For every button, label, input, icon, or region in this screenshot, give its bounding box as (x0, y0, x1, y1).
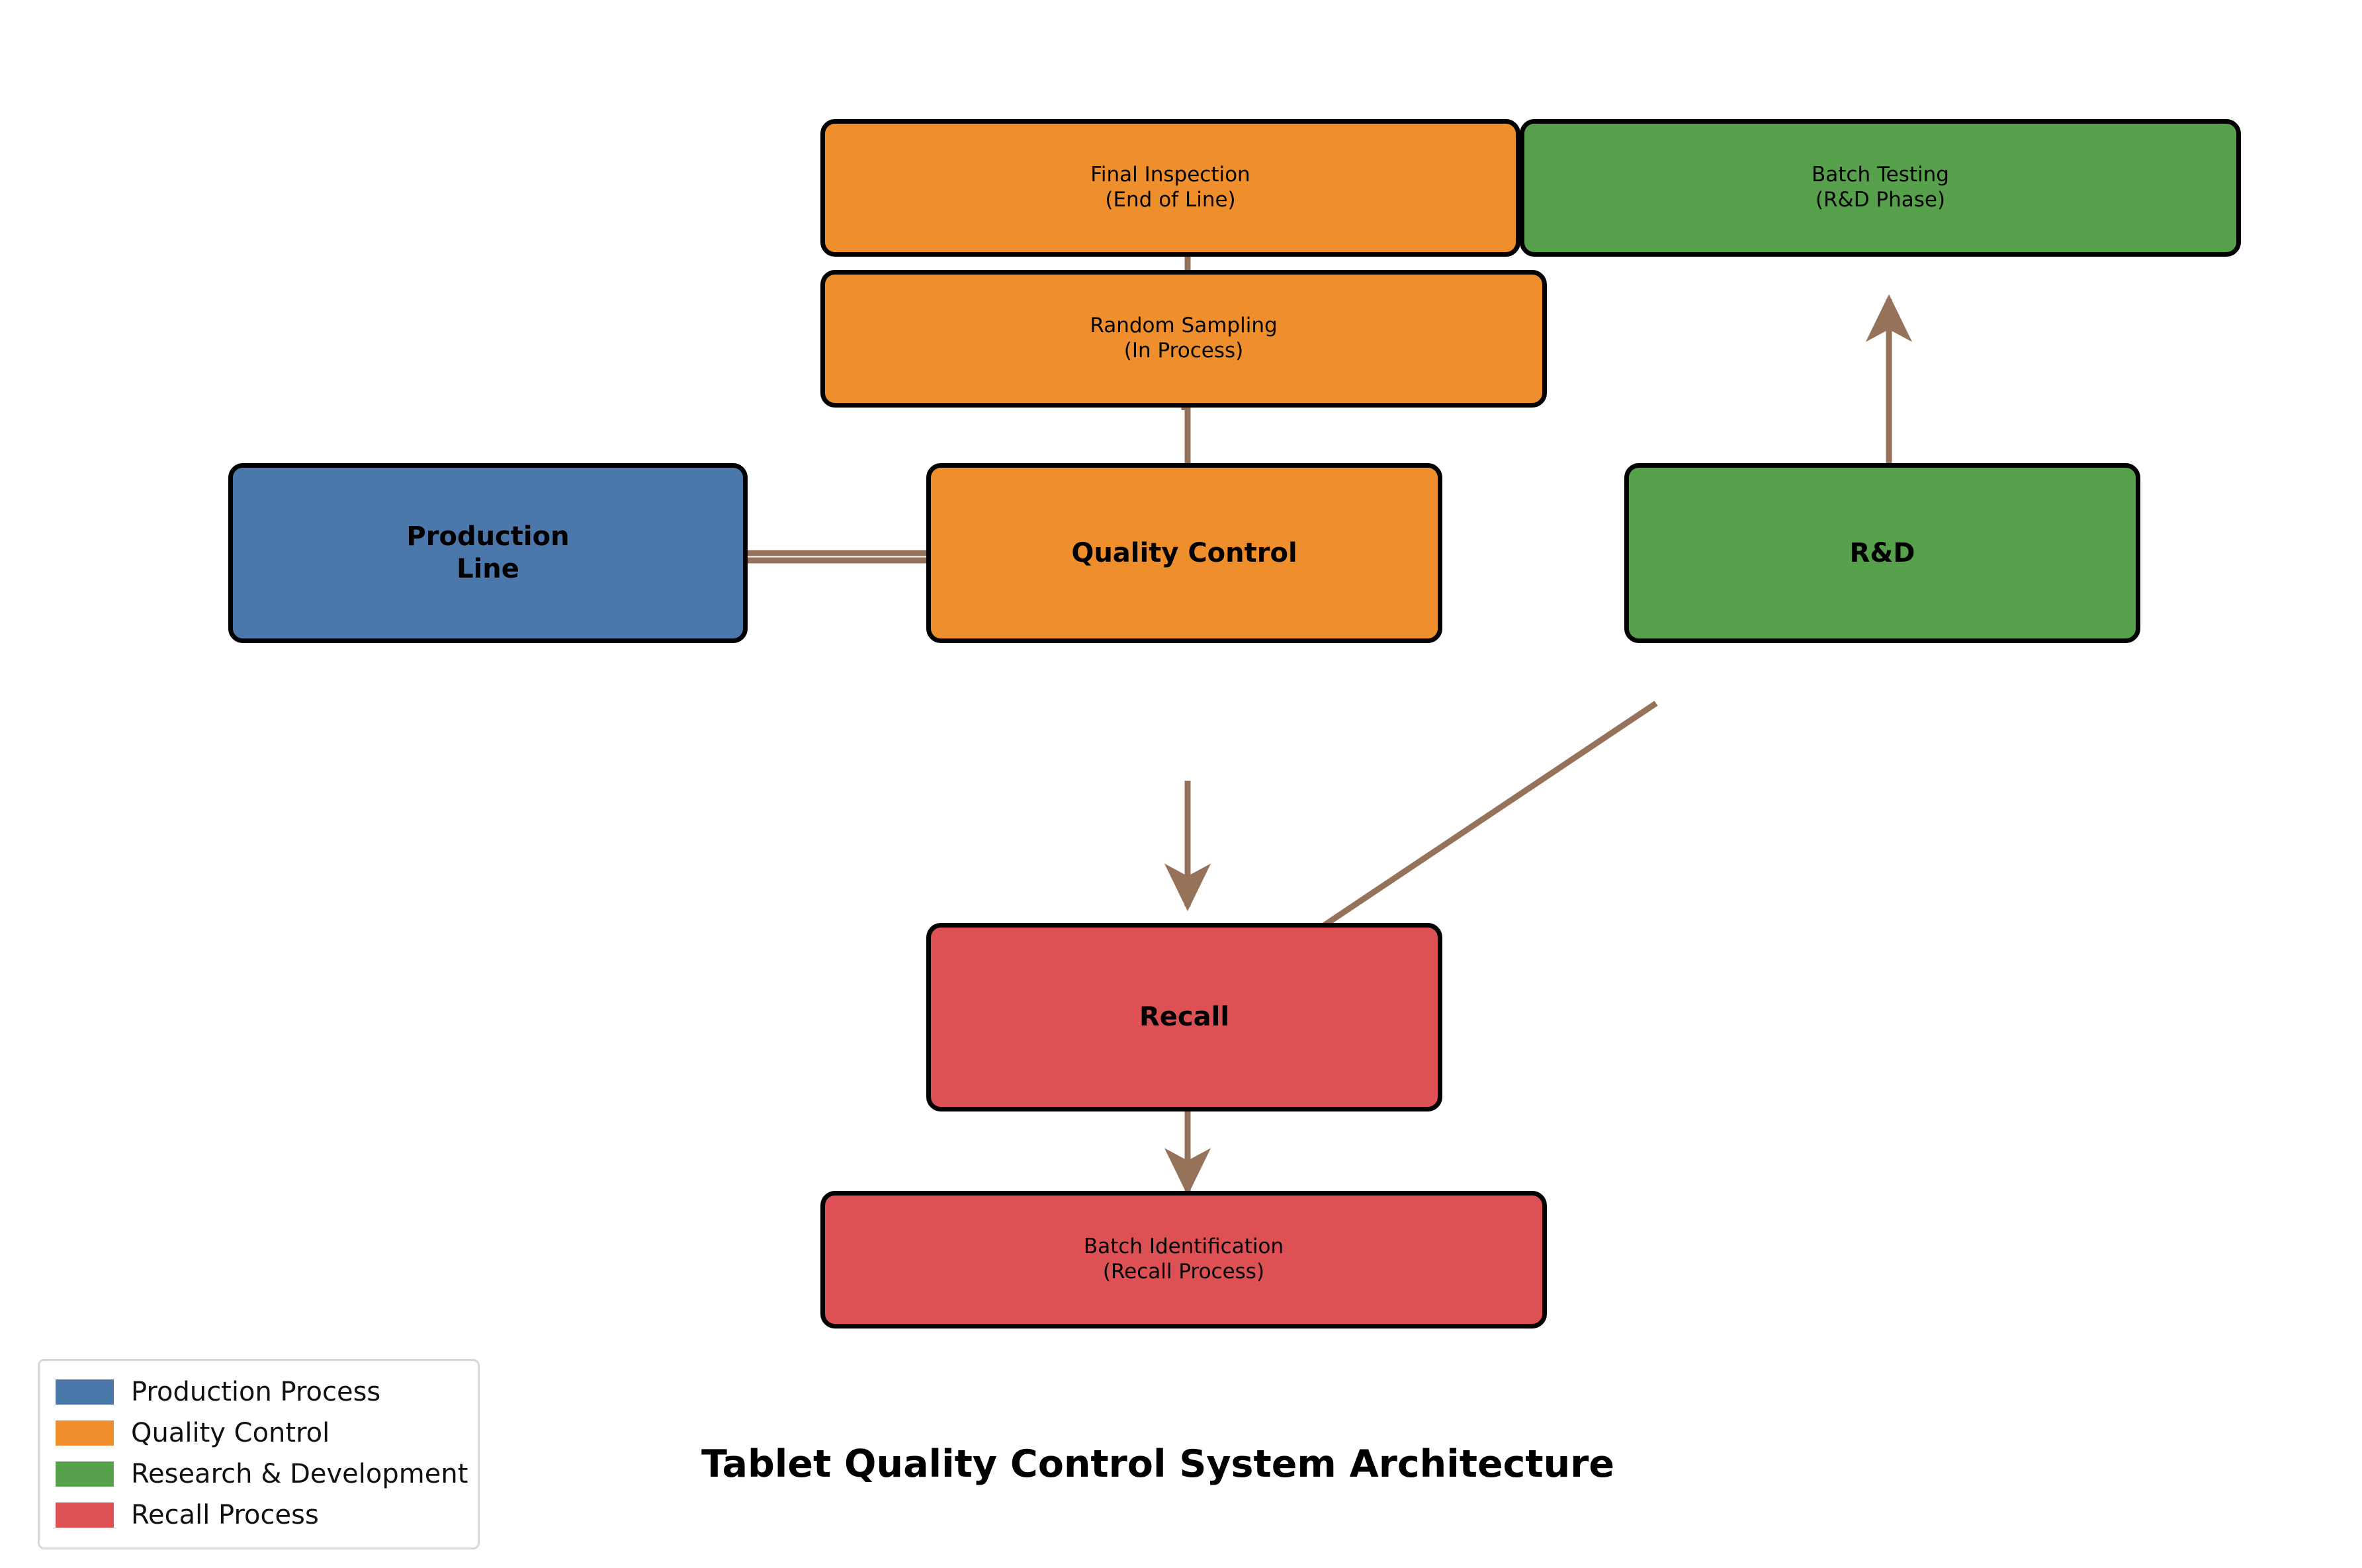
legend-item[interactable]: Research & Development (56, 1454, 468, 1495)
node-quality-control[interactable]: Quality Control (926, 463, 1442, 643)
node-random-sampling-label: Random Sampling (In Process) (1090, 314, 1278, 363)
node-batch-identification[interactable]: Batch Identification (Recall Process) (820, 1191, 1547, 1328)
legend-item-label: Recall Process (131, 1500, 319, 1530)
node-batch-testing[interactable]: Batch Testing (R&D Phase) (1520, 119, 2241, 257)
node-final-inspection[interactable]: Final Inspection (End of Line) (820, 119, 1520, 257)
node-quality-control-label: Quality Control (1071, 537, 1297, 568)
node-rnd-label: R&D (1849, 537, 1915, 568)
node-recall-label: Recall (1139, 1002, 1230, 1033)
legend-swatch (56, 1461, 114, 1487)
legend-item-label: Production Process (131, 1377, 381, 1407)
node-batch-identification-label: Batch Identification (Recall Process) (1083, 1235, 1284, 1284)
legend-item[interactable]: Quality Control (56, 1413, 466, 1454)
node-rnd[interactable]: R&D (1624, 463, 2140, 643)
node-production-line[interactable]: Production Line (228, 463, 748, 643)
legend-item[interactable]: Recall Process (56, 1495, 466, 1536)
node-recall[interactable]: Recall (926, 923, 1442, 1111)
legend-item[interactable]: Production Process (56, 1372, 466, 1413)
legend-swatch (56, 1503, 114, 1528)
legend-swatch (56, 1379, 114, 1405)
node-production-line-label: Production Line (406, 521, 570, 584)
legend-swatch (56, 1420, 114, 1446)
page-title: Tablet Quality Control System Architectu… (701, 1442, 1615, 1486)
legend-item-label: Quality Control (131, 1418, 330, 1448)
node-batch-testing-label: Batch Testing (R&D Phase) (1812, 163, 1949, 212)
node-random-sampling[interactable]: Random Sampling (In Process) (820, 270, 1547, 408)
legend-item-label: Research & Development (131, 1459, 468, 1489)
node-final-inspection-label: Final Inspection (End of Line) (1090, 163, 1250, 212)
